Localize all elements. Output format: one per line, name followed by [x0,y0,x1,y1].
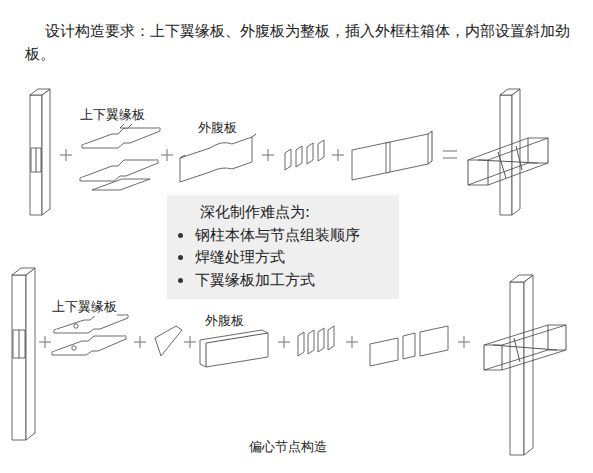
title-text: 设计构造要求：上下翼缘板、外腹板为整板，插入外框柱箱体，内部设置斜加劲板。 [25,20,570,66]
caption-text: 偏心节点构造 [249,438,327,456]
end-plate [155,326,182,356]
difficulty-box: 深化制作难点为: 钢柱本体与节点组装顺序焊缝处理方式下翼缘板加工方式 [167,195,399,299]
part-label: 上下翼缘板 [80,106,145,124]
bullet-item: 下翼缘板加工方式 [195,271,315,289]
inner-web-plate [352,131,432,180]
box-heading: 深化制作难点为: [200,203,310,221]
bullet-dot [178,278,183,283]
part-label: 外腹板 [198,119,237,137]
inner-web-plates [370,326,448,366]
bullet-item: 焊缝处理方式 [195,248,285,266]
assembled-node [484,275,566,455]
outer-web-plate [200,330,268,367]
flange-plates [52,315,128,355]
column-box [30,89,50,215]
bullet-dot [178,233,183,238]
equals-sign [443,151,457,158]
bullet-item: 钢柱本体与节点组装顺序 [195,226,360,244]
part-label: 外腹板 [205,312,244,330]
stiffener-plates [298,326,334,356]
stiffener-plates [285,140,324,170]
bullet-dot [178,255,183,260]
column-box [12,268,35,440]
outer-web-plate [180,134,256,182]
assembled-node [468,89,548,215]
part-label: 上下翼缘板 [52,298,117,316]
flange-plates [80,122,160,190]
